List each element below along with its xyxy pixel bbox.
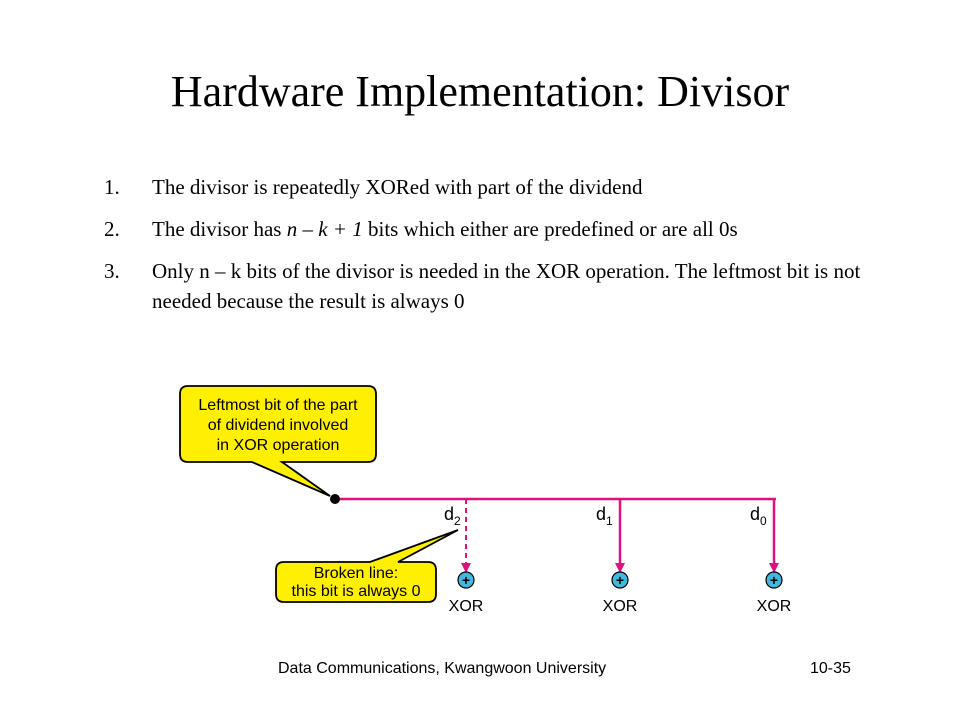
callout-top-line: of dividend involved: [208, 417, 349, 434]
bullet-number: 2.: [104, 217, 120, 241]
footer-page-number: 10-35: [810, 660, 851, 677]
xor-plus-icon: +: [616, 572, 624, 588]
callout-top-line: Leftmost bit of the part: [198, 397, 358, 414]
divisor-bus: [330, 494, 776, 504]
bit-branch-d0: d0 + XOR: [750, 499, 791, 615]
xor-label: XOR: [603, 598, 638, 615]
slide-title: Hardware Implementation: Divisor: [170, 67, 790, 116]
callout-top: Leftmost bit of the part of dividend inv…: [179, 385, 377, 497]
callout-top-bubble: [179, 385, 377, 497]
bit-label-d2: d2: [444, 504, 461, 528]
callout-bottom-line: Broken line:: [314, 565, 399, 582]
xor-plus-icon: +: [770, 572, 778, 588]
xor-gate-icon: [457, 571, 475, 589]
callout-bottom: Broken line: this bit is always 0: [275, 529, 459, 603]
bullet-item-1: 1. The divisor is repeatedly XORed with …: [104, 172, 864, 202]
bullet-text: Only n – k bits of the divisor is needed…: [152, 259, 861, 313]
bit-branch-d2: d2 + XOR: [444, 499, 483, 615]
bullet-number: 3.: [104, 259, 120, 283]
bullet-list: 1. The divisor is repeatedly XORed with …: [104, 172, 864, 328]
bullet-text-part: bits which either are predefined or are …: [362, 217, 738, 241]
xor-label: XOR: [757, 598, 792, 615]
footer-source: Data Communications, Kwangwoon Universit…: [278, 660, 607, 677]
bullet-formula: n – k + 1: [286, 217, 363, 241]
bullet-item-3: 3. Only n – k bits of the divisor is nee…: [104, 256, 864, 316]
xor-gate-icon: [765, 571, 783, 589]
bit-label-d0: d0: [750, 504, 767, 528]
callout-bottom-bubble: [275, 529, 459, 603]
bullet-text: The divisor is repeatedly XORed with par…: [152, 175, 643, 199]
xor-gate-icon: [611, 571, 629, 589]
callout-bottom-line: this bit is always 0: [292, 583, 421, 600]
bullet-text: The divisor has n – k + 1 bits which eit…: [152, 214, 864, 244]
bus-start-dot: [330, 494, 340, 504]
bit-branch-d1: d1 + XOR: [596, 499, 637, 615]
xor-plus-icon: +: [462, 572, 470, 588]
bullet-text-part: The divisor has: [152, 217, 287, 241]
bullet-item-2: 2. The divisor has n – k + 1 bits which …: [104, 214, 864, 244]
xor-label: XOR: [449, 598, 484, 615]
callout-top-line: in XOR operation: [217, 437, 340, 454]
bullet-number: 1.: [104, 175, 120, 199]
bit-label-d1: d1: [596, 504, 613, 528]
